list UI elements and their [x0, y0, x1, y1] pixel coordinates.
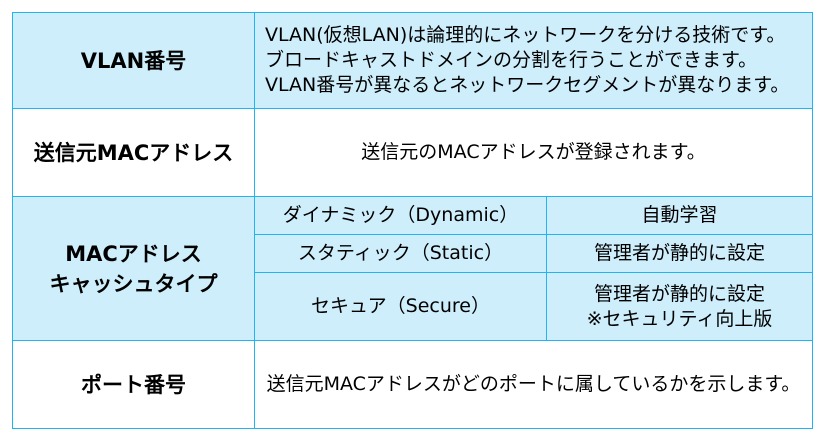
desc-port: 送信元MACアドレスがどのポートに属しているかを示します。 — [254, 340, 813, 429]
cache-type-name: スタティック（Static） — [254, 234, 547, 273]
header-cache-type: MACアドレス キャッシュタイプ — [12, 196, 255, 341]
row-cache-secure: セキュア（Secure） 管理者が静的に設定 ※セキュリティ向上版 — [12, 272, 813, 341]
desc-line: VLAN番号が異なるとネットワークセグメントが異なります。 — [265, 74, 790, 96]
cache-type-name: セキュア（Secure） — [254, 272, 547, 341]
desc-line: VLAN(仮想LAN)は論理的にネットワークを分ける技術です。 — [265, 24, 786, 46]
cache-type-desc: 自動学習 — [546, 196, 813, 235]
cache-type-name: ダイナミック（Dynamic） — [254, 196, 547, 235]
header-line: キャッシュタイプ — [49, 271, 218, 296]
cache-type-desc: 管理者が静的に設定 ※セキュリティ向上版 — [546, 272, 813, 341]
header-vlan: VLAN番号 — [12, 12, 255, 109]
row-vlan: VLAN番号 VLAN(仮想LAN)は論理的にネットワークを分ける技術です。 ブ… — [12, 12, 813, 109]
desc-src-mac: 送信元のMACアドレスが登録されます。 — [254, 108, 813, 197]
desc-line: 管理者が静的に設定 — [593, 282, 765, 305]
desc-vlan: VLAN(仮想LAN)は論理的にネットワークを分ける技術です。 ブロードキャスト… — [254, 12, 813, 109]
row-port: ポート番号 送信元MACアドレスがどのポートに属しているかを示します。 — [12, 340, 813, 429]
row-cache-static: スタティック（Static） 管理者が静的に設定 — [12, 234, 813, 273]
row-cache-dynamic: MACアドレス キャッシュタイプ ダイナミック（Dynamic） 自動学習 — [12, 196, 813, 341]
header-line: MACアドレス — [65, 241, 202, 266]
desc-line: ※セキュリティ向上版 — [586, 307, 773, 330]
cache-type-desc: 管理者が静的に設定 — [546, 234, 813, 273]
mac-address-table-info: VLAN番号 VLAN(仮想LAN)は論理的にネットワークを分ける技術です。 ブ… — [12, 12, 813, 429]
row-src-mac: 送信元MACアドレス 送信元のMACアドレスが登録されます。 — [12, 108, 813, 197]
header-port: ポート番号 — [12, 340, 255, 429]
desc-line: ブロードキャストドメインの分割を行うことができます。 — [265, 49, 758, 71]
header-src-mac: 送信元MACアドレス — [12, 108, 255, 197]
